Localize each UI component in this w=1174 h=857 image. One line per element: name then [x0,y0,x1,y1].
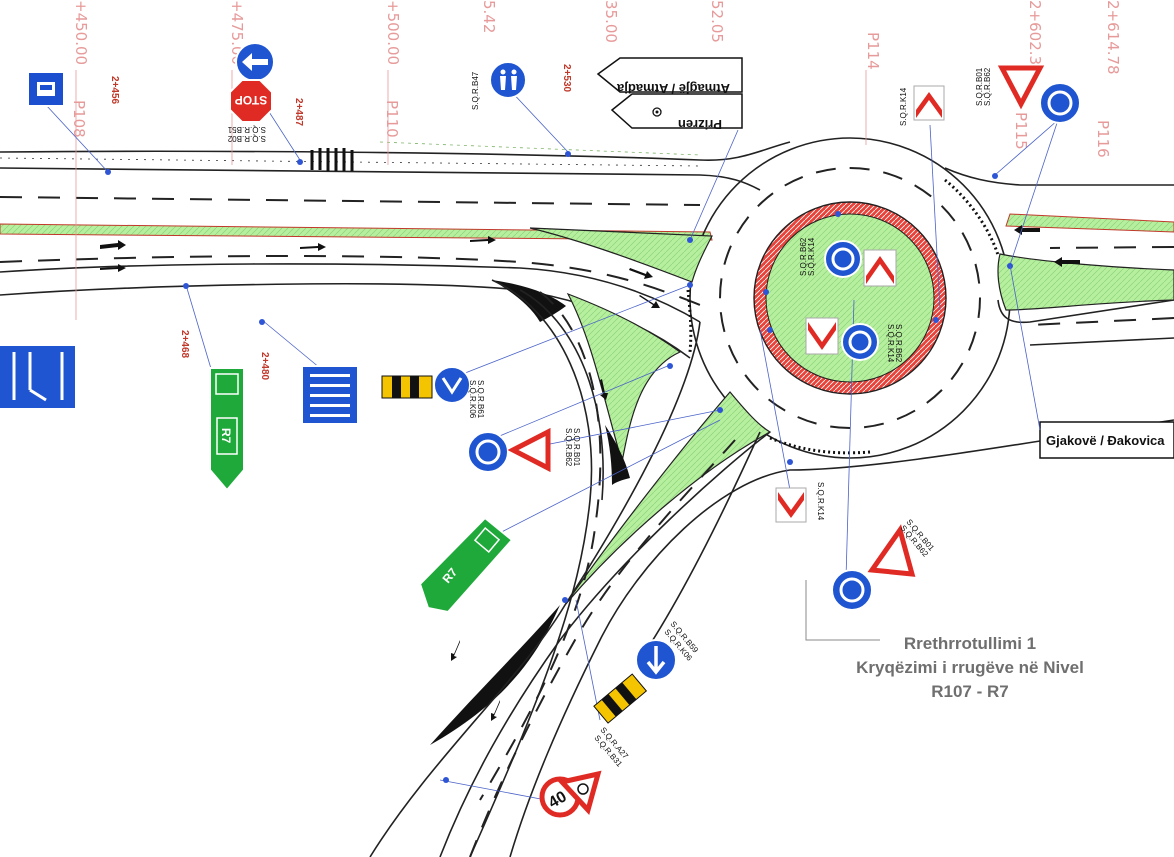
profile-p110: P110 [383,100,401,138]
splitter-island-right [997,253,1174,311]
km-2-480: 2+480 [259,352,270,381]
gjakova-leader [1009,264,1041,431]
profile-p108: P108 [70,100,88,138]
route-sign-green-vertical: R7 [209,367,245,492]
pedestrian-sign [489,61,527,99]
profile-p116: P116 [1094,120,1112,158]
pedestrian-sign-code: S.Q.R.B47 [471,71,480,110]
title-line-2: Kryqëzimi i rrugëve në Nivel [856,658,1084,677]
giveway-line-3 [686,289,693,353]
km-2-456: 2+456 [109,76,120,105]
roundabout-sign-lower [831,569,873,611]
median-strip-right [1005,213,1174,233]
roundabout-warning-sign [557,770,602,815]
stop-sign-code-2: S.Q.R.B51 [227,125,266,134]
fence-top-green [379,141,701,156]
ramp-markings [469,291,736,857]
lane-assignment-sign-left [0,344,77,410]
drawing-title: Rrethrrotullimi 1 Kryqëzimi i rrugëve në… [800,632,1140,704]
lane-sign-blue [301,365,359,425]
yield-mid-code-1: S.Q.R.B01 [572,428,581,467]
destination-atmadja-text: Atmagjë / Atmadja [616,81,730,96]
roundabout-sign-center-top [824,240,862,278]
top-right-code-1: S.Q.R.B01 [975,67,984,106]
center-top-code-1: S.Q.R.B62 [799,237,808,276]
chevron-sign-bottom [775,487,807,523]
bus-stop-sign [27,71,65,107]
hazard-marker-horizontal [381,375,433,399]
roundabout-sign-top-right [1039,82,1081,124]
chevron-sign-center-top [863,249,897,287]
leader-lines [45,87,1059,801]
profile-p114: P114 [864,32,882,70]
chevron-bottom-code: S.Q.R.K14 [816,482,825,521]
km-2-487: 2+487 [293,98,304,127]
chainage-602-38: 2+602.38 [1026,0,1044,75]
destination-sign-gjakova: Gjakovë / Đakovica [1039,421,1174,459]
profile-p115: P115 [1012,112,1030,150]
gore-area-3 [430,605,560,745]
km-2-468: 2+468 [179,330,190,359]
speed-limit-value: 40 [546,788,570,812]
destination-prizren-text: Prizren [678,117,722,132]
chainage-labels: +450.00 +475.00 +500.00 5.42 35.00 52.05… [70,0,1122,158]
chevron-top-code: S.Q.R.K14 [899,87,908,126]
destination-sign-prizren: Prizren [610,93,743,132]
mid-code-1: S.Q.R.B61 [476,380,485,419]
chainage-ticks [75,70,867,320]
roundabout-sign-center-bottom [841,323,879,361]
splitter-island-left [529,227,713,283]
yield-sign-lower [867,524,916,577]
chainage-35: 35.00 [602,0,620,43]
km-marks: 2+456 2+487 2+530 2+468 2+480 [109,64,572,381]
stop-sign: STOP [229,79,273,123]
center-bottom-code-2: S.Q.R.K14 [886,324,895,363]
fence-top [0,157,701,167]
splitter-island-middle [566,292,682,463]
chainage-614-78: 2+614.78 [1104,0,1122,75]
chainage-450: +450.00 [72,0,90,65]
top-right-code-2: S.Q.R.B62 [983,67,992,106]
title-line-1: Rrethrrotullimi 1 [903,634,1037,653]
chevron-sign-top [913,85,945,121]
km-2-530: 2+530 [561,64,572,93]
chainage-5-42: 5.42 [480,0,498,33]
stop-sign-code-1: S.Q.R.B02 [227,134,266,143]
giveway-line-2 [769,436,871,455]
yield-sign-top-right [997,65,1045,110]
center-top-code-2: S.Q.R.K14 [807,237,816,276]
title-line-3: R107 - R7 [931,682,1009,701]
hazard-marker-diagonal [593,673,648,724]
destination-gjakova-text: Gjakovë / Đakovica [1046,433,1165,448]
chainage-500: +500.00 [384,0,402,65]
chevron-sign-center-bottom [805,317,839,355]
pass-either-side-sign [433,366,471,404]
roundabout-sign-mid-left [467,431,509,473]
lane-markings [0,196,1174,326]
keep-direction-sign [635,639,677,681]
median-strip [0,223,713,241]
gore-area-2 [605,425,630,485]
ramp-edges [369,279,1174,857]
title-leader [805,580,880,641]
yield-sign-mid-left [507,427,551,473]
yield-mid-code-2: S.Q.R.B62 [564,428,573,467]
mid-code-2: S.Q.R.K06 [468,380,477,419]
turn-left-sign [235,42,275,82]
chainage-52-05: 52.05 [708,0,726,43]
route-sign-green-diagonal: R7 [418,516,514,614]
zebra-crossing [310,148,354,171]
stop-sign-text: STOP [235,93,267,107]
center-bottom-code-1: S.Q.R.B62 [894,324,903,363]
destination-sign-atmadja: Atmagjë / Atmadja [596,57,743,96]
route-label-vertical: R7 [219,428,233,444]
splitter-island-bottom [564,391,772,606]
